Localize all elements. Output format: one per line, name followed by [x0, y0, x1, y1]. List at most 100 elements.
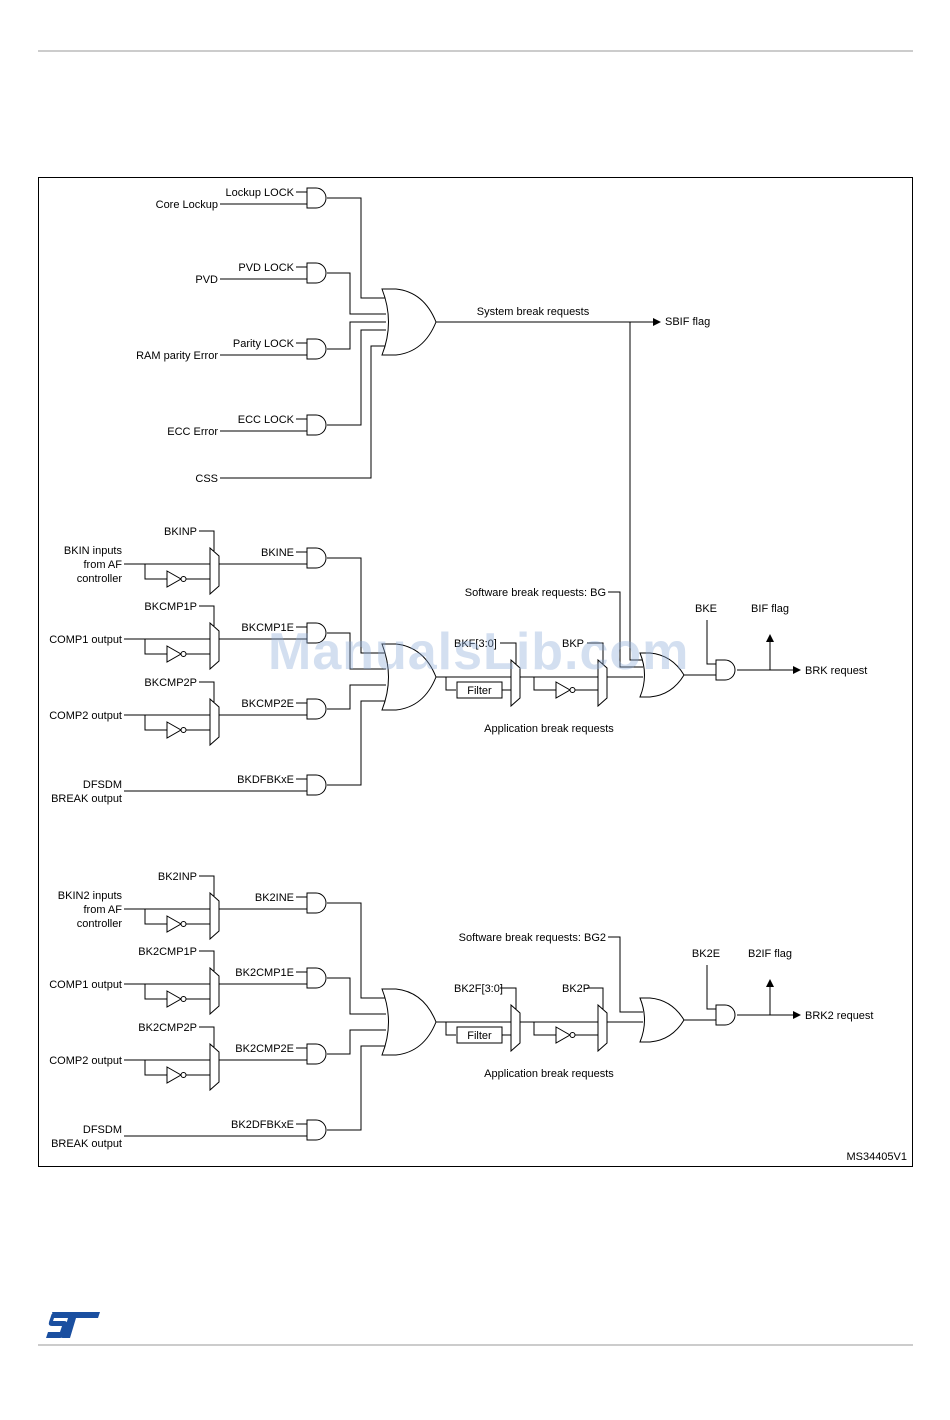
polarity-label: BKCMP1P: [144, 601, 197, 613]
flag-label: B2IF flag: [748, 948, 792, 960]
system-input-label: Core Lockup: [156, 199, 218, 211]
source-label: BKIN inputs: [64, 545, 123, 557]
inverter-bubble: [180, 996, 187, 1002]
source-label: BKIN2 inputs: [58, 890, 123, 902]
enable-and-gate: [306, 698, 327, 720]
inverter: [555, 1026, 572, 1044]
source-label: from AF: [83, 904, 122, 916]
enable-and-gate: [306, 547, 327, 569]
wire: [327, 321, 386, 350]
inverter-bubble: [180, 921, 187, 927]
polarity-label: BKCMP2P: [144, 677, 197, 689]
wire: [327, 557, 386, 654]
wire: [327, 329, 386, 426]
source-label: controller: [77, 573, 123, 585]
application-or-gate: [381, 988, 437, 1056]
source-label: COMP1 output: [49, 979, 122, 991]
wire: [445, 677, 456, 691]
filter-mux: [510, 658, 521, 708]
wire: [706, 965, 716, 1010]
break-and-gate: [715, 1004, 736, 1026]
system-or-gate: [381, 288, 437, 356]
polarity-label: BK2CMP1P: [138, 946, 197, 958]
system-and-gate: [306, 338, 327, 360]
filter-label: Filter: [467, 685, 492, 697]
inverter-bubble: [569, 687, 576, 693]
css-label: CSS: [195, 473, 218, 485]
wire: [587, 987, 604, 1009]
inverter: [555, 681, 572, 699]
wire: [500, 987, 517, 1009]
enable-and-gate: [306, 1043, 327, 1065]
polarity-select-wire: [199, 1026, 215, 1047]
enable-label: BKE: [695, 603, 717, 615]
enable-label: BK2INE: [255, 892, 294, 904]
polarity-label: BKINP: [164, 526, 197, 538]
wire: [533, 677, 556, 691]
inverter-bubble: [569, 1032, 576, 1038]
enable-label: BKCMP1E: [241, 622, 294, 634]
inverter: [166, 1066, 183, 1084]
watermark: ManualsLib.com: [268, 623, 690, 681]
inverter-wire: [144, 564, 167, 580]
system-input-label: RAM parity Error: [136, 350, 218, 362]
wire: [327, 1029, 386, 1055]
system-lock-label: ECC LOCK: [238, 414, 295, 426]
source-label: COMP1 output: [49, 634, 122, 646]
polarity-mux: [597, 1003, 608, 1053]
inverter-bubble: [180, 1072, 187, 1078]
wire: [608, 936, 643, 1013]
source-label: DFSDM: [83, 1124, 122, 1136]
enable-label: BK2E: [692, 948, 720, 960]
wire: [706, 620, 716, 665]
polarity-mux: [209, 546, 220, 596]
source-label: from AF: [83, 559, 122, 571]
wire: [327, 1045, 386, 1131]
enable-label: BKCMP2E: [241, 698, 294, 710]
enable-and-gate: [306, 622, 327, 644]
inverter-wire: [144, 909, 167, 925]
wire: [327, 902, 386, 999]
wire: [327, 272, 386, 315]
filter-mux: [510, 1003, 521, 1053]
application-or-gate: [381, 643, 437, 711]
inverter-bubble: [180, 727, 187, 733]
wire: [608, 591, 643, 668]
inverter: [166, 645, 183, 663]
enable-label: BKDFBKxE: [237, 774, 294, 786]
polarity-mux: [209, 697, 220, 747]
polarity-select-wire: [199, 530, 215, 551]
wire: [327, 632, 386, 670]
gates: [166, 187, 736, 1141]
sbif-flag-label: SBIF flag: [665, 316, 710, 328]
inverter-wire: [144, 715, 167, 731]
polarity-label: BK2INP: [158, 871, 197, 883]
source-label: BREAK output: [51, 793, 122, 805]
filter-label: Filter: [467, 1030, 492, 1042]
filter-field-label: BKF[3:0]: [454, 638, 497, 650]
inverter: [166, 915, 183, 933]
source-label: COMP2 output: [49, 710, 122, 722]
filter-box: [456, 681, 503, 699]
system-and-gate: [306, 262, 327, 284]
inverter: [166, 570, 183, 588]
enable-label: BK2CMP1E: [235, 967, 294, 979]
break-or-gate: [639, 652, 685, 698]
enable-and-gate: [306, 892, 327, 914]
polarity-mux: [209, 966, 220, 1016]
polarity-label: BK2CMP2P: [138, 1022, 197, 1034]
inverter: [166, 990, 183, 1008]
inverter-wire: [144, 984, 167, 1000]
filter-field-label: BK2F[3:0]: [454, 983, 503, 995]
polarity-mux: [209, 621, 220, 671]
system-input-label: ECC Error: [167, 426, 218, 438]
request-label: BRK2 request: [805, 1010, 873, 1022]
system-lock-label: PVD LOCK: [238, 262, 294, 274]
wire: [500, 642, 517, 664]
wire: [327, 700, 386, 786]
system-input-label: PVD: [195, 274, 218, 286]
inverter-wire: [144, 1060, 167, 1076]
inverter-bubble: [180, 651, 187, 657]
request-label: BRK request: [805, 665, 867, 677]
